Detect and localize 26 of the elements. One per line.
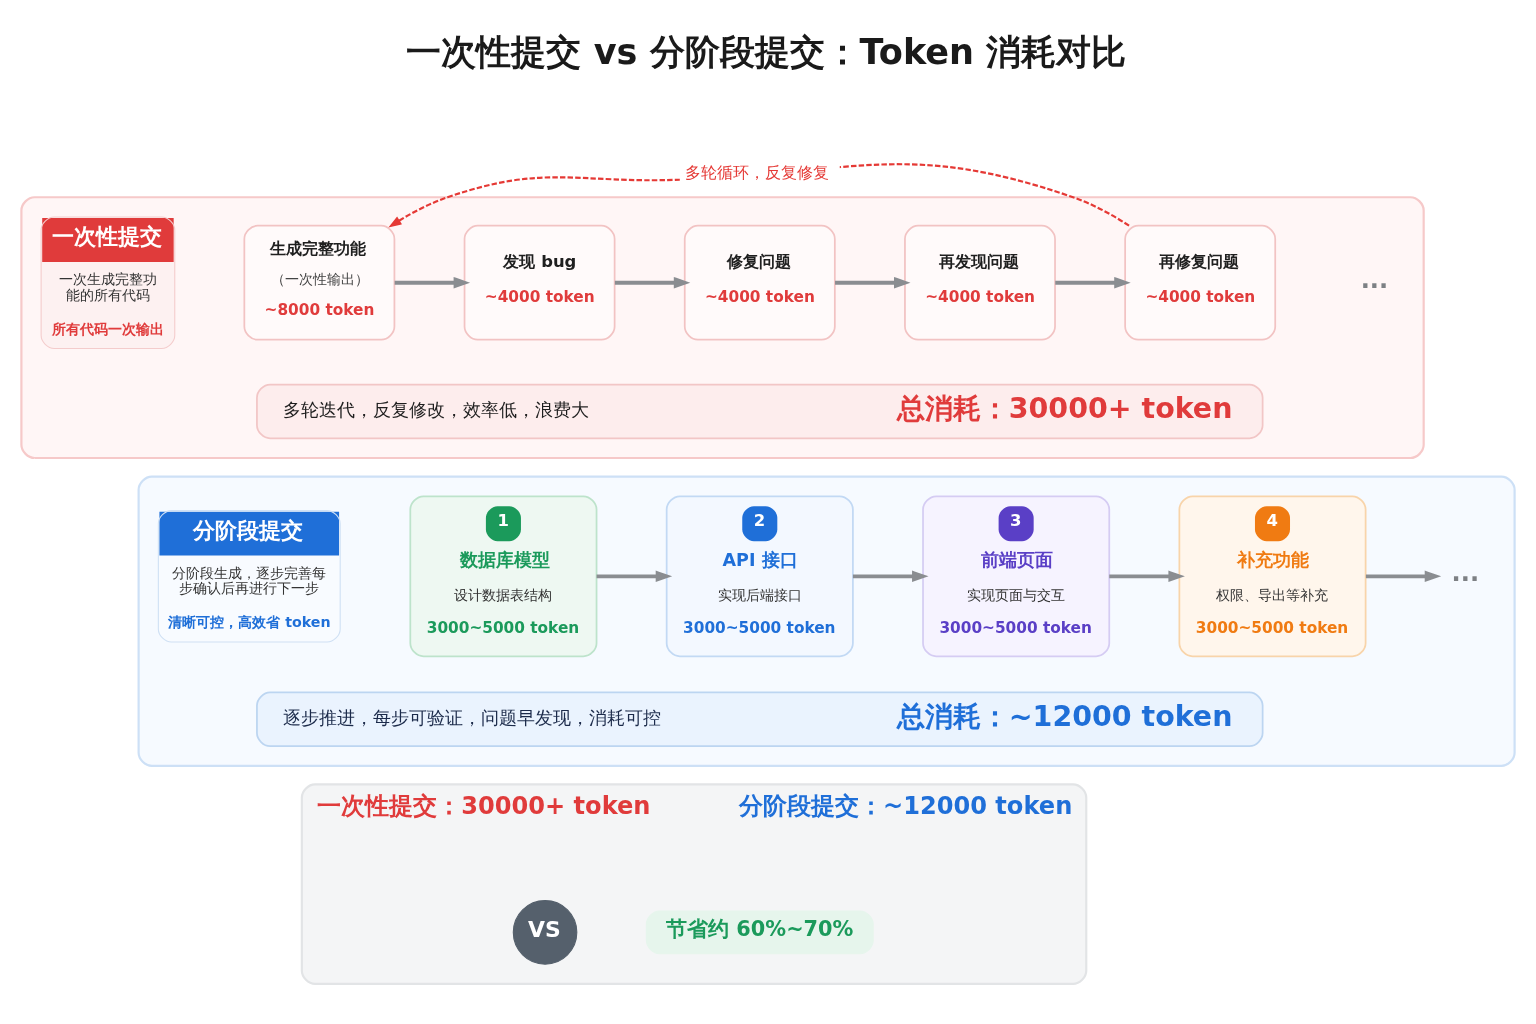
node-box: 4 补充功能 权限、导出等补充 3000~5000 token bbox=[1178, 494, 1367, 657]
node-box: 1 数据库模型 设计数据表结构 3000~5000 token bbox=[409, 494, 598, 657]
diagram-title: 一次性提交 vs 分阶段提交：Token 消耗对比 bbox=[406, 30, 1127, 72]
cluster bbox=[137, 475, 1516, 767]
node-box: 2 API 接口 实现后端接口 3000~5000 token bbox=[665, 494, 854, 657]
arrow bbox=[1055, 276, 1131, 288]
arrow bbox=[596, 570, 673, 582]
edge-label: 多轮循环，反复修复 bbox=[685, 162, 830, 182]
node-box: 再发现问题 ~4000 token bbox=[904, 224, 1056, 341]
node-box: 发现 bug ~4000 token bbox=[463, 224, 616, 341]
arrow bbox=[1365, 570, 1442, 582]
node-box: 3 前端页面 实现页面与交互 3000~5000 token bbox=[922, 494, 1111, 657]
arrow bbox=[614, 276, 691, 288]
arrow bbox=[394, 276, 471, 288]
node-box: 生成完整功能 （一次性输出） ~8000 token bbox=[243, 224, 396, 341]
cluster bbox=[20, 195, 1425, 459]
arrow bbox=[1109, 570, 1185, 582]
node-text: ... bbox=[1451, 558, 1480, 587]
node-box: 多轮迭代，反复修改，效率低，浪费大 总消耗：30000+ token bbox=[256, 383, 1264, 439]
node-text: ... bbox=[1360, 265, 1389, 294]
node-box: 再修复问题 ~4000 token bbox=[1124, 224, 1277, 341]
node-circle: VS bbox=[512, 899, 578, 965]
arrow bbox=[852, 570, 929, 582]
node-box: 修复问题 ~4000 token bbox=[683, 224, 836, 341]
arrow bbox=[835, 276, 911, 288]
node-box: 逐步推进，每步可验证，问题早发现，消耗可控 总消耗：~12000 token bbox=[256, 691, 1264, 747]
